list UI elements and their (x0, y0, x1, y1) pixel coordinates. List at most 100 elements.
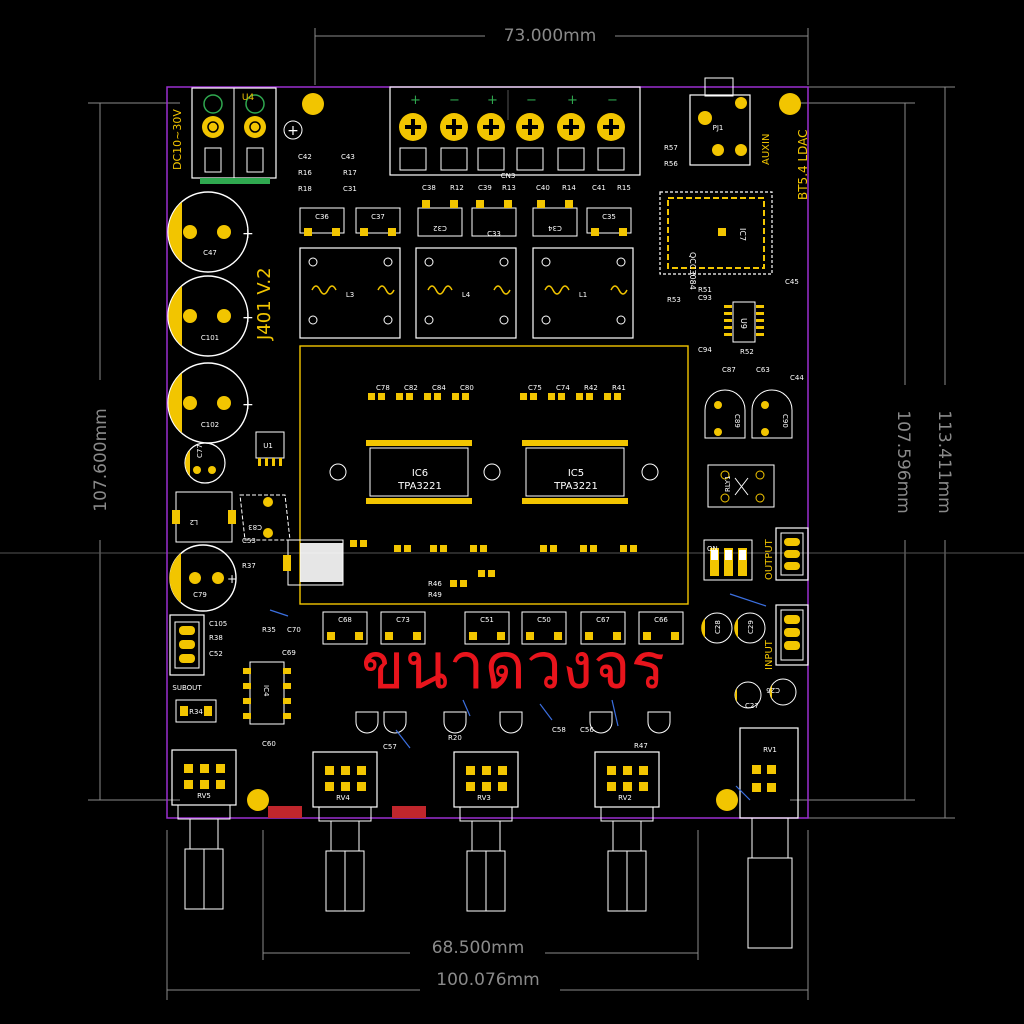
u9-ref: U9 (739, 318, 748, 329)
svg-text:C38: C38 (422, 184, 436, 192)
svg-text:R18: R18 (298, 185, 312, 193)
ic6-part: TPA3221 (397, 481, 442, 492)
svg-text:C40: C40 (536, 184, 550, 192)
dip-switch: ON (703, 539, 753, 581)
c37-label: C37 (371, 213, 385, 221)
inductor-l2: L2 (172, 491, 236, 543)
dimension-bottom-inner-label: 68.500mm (432, 938, 525, 958)
svg-text:R42: R42 (584, 384, 598, 392)
cap-c79-label: C79 (193, 591, 207, 599)
svg-text:R56: R56 (664, 160, 678, 168)
svg-text:C53: C53 (242, 537, 256, 545)
svg-text:C56: C56 (580, 726, 594, 734)
pj1-label: PJ1 (713, 124, 724, 132)
rv2-label: RV2 (618, 794, 632, 802)
c35-label: C35 (602, 213, 616, 221)
sub-out-connector: SUBOUT (169, 614, 205, 692)
c26-label: C26 (766, 686, 780, 694)
svg-text:C43: C43 (341, 153, 355, 161)
c27-label: C27 (745, 702, 759, 710)
heatsink-holes (329, 463, 659, 481)
board-outline (166, 86, 809, 819)
overlay-title-group: ขนาดวงจร ขนาดวงจร (357, 626, 669, 708)
potentiometers: RV5 RV4 RV3 RV2 (171, 727, 799, 949)
rv5-label: RV5 (197, 792, 211, 800)
svg-text:R53: R53 (667, 296, 681, 304)
mounting-holes (247, 93, 801, 811)
bt-module-label: BT5.4 LDAC (796, 129, 810, 200)
svg-text:R12: R12 (450, 184, 464, 192)
amp-chip-ic5: IC5 TPA3221 (522, 440, 628, 504)
svg-text:C93: C93 (698, 294, 712, 302)
smd-labels-top: C42 C43 R16 R17 R18 C31 C38 R12 C39 R13 … (209, 144, 804, 751)
svg-text:+: + (242, 397, 254, 413)
c33-label: C33 (487, 230, 501, 238)
inductor-pads (308, 257, 626, 325)
u1-chip: U1 (255, 431, 285, 466)
svg-text:C57: C57 (383, 743, 397, 751)
dimension-bottom-outer-label: 100.076mm (436, 970, 539, 990)
u1-ref: U1 (263, 442, 273, 450)
svg-text:−: − (526, 93, 537, 108)
power-input-label: DC10~30V (171, 109, 184, 170)
svg-text:C52: C52 (209, 650, 223, 658)
svg-text:C42: C42 (298, 153, 312, 161)
svg-text:R46: R46 (428, 580, 442, 588)
svg-text:+: + (227, 572, 237, 586)
svg-text:C39: C39 (478, 184, 492, 192)
inductor-coils (311, 285, 628, 295)
c32-label: C32 (433, 224, 447, 232)
output-connector (775, 527, 809, 581)
cap-c102-label: C102 (201, 421, 219, 429)
svg-text:R41: R41 (612, 384, 626, 392)
svg-text:C75: C75 (528, 384, 542, 392)
svg-text:R52: R52 (740, 348, 754, 356)
rly1-label: RLY1 (724, 475, 732, 492)
top-heatsink-labels: C78 C82 C84 C80 C75 C74 R42 R41 R46 R49 (376, 384, 626, 599)
ic7-part: QCC3084 (688, 252, 697, 290)
speaker-terminal-block: +− +− +− CN3 (389, 86, 641, 180)
ic4-ref: IC4 (262, 685, 270, 697)
c73-label: C73 (396, 616, 410, 624)
c28-label: C28 (714, 620, 722, 634)
board-revision-label: J401 V.2 (254, 267, 275, 341)
svg-text:C94: C94 (698, 346, 712, 354)
svg-text:C84: C84 (432, 384, 446, 392)
c66-label: C66 (654, 616, 668, 624)
svg-text:C80: C80 (460, 384, 474, 392)
cap-c81: R34 (175, 699, 217, 723)
svg-text:C63: C63 (756, 366, 770, 374)
svg-text:R47: R47 (634, 742, 648, 750)
l1-label: L1 (579, 291, 587, 299)
svg-text:−: − (607, 93, 618, 108)
cap-c101-label: C101 (201, 334, 219, 342)
overlay-title: ขนาดวงจร (361, 630, 665, 704)
svg-text:R38: R38 (209, 634, 223, 642)
svg-text:R51: R51 (698, 286, 712, 294)
sub-out-label: SUBOUT (172, 684, 202, 692)
svg-text:C70: C70 (287, 626, 301, 634)
rv3-label: RV3 (477, 794, 491, 802)
relay-rly1: RLY1 (707, 464, 775, 508)
ic7-ref: IC7 (738, 228, 747, 241)
box-cap-pads-bottom (327, 632, 679, 640)
smd-pads-heatsink (350, 393, 637, 587)
c90-label: C90 (781, 414, 789, 428)
svg-text:R57: R57 (664, 144, 678, 152)
transistors-row (355, 711, 671, 734)
svg-text:C41: C41 (592, 184, 606, 192)
l2-label: L2 (190, 518, 198, 526)
svg-text:C69: C69 (282, 649, 296, 657)
svg-text:U4: U4 (242, 93, 255, 103)
output-label: OUTPUT (764, 538, 775, 580)
rv1-label: RV1 (763, 746, 777, 754)
box-caps-top (299, 207, 632, 237)
gnd-pads (268, 806, 426, 818)
output-inductors (299, 247, 634, 339)
c83-label: C83 (248, 523, 262, 531)
svg-text:C45: C45 (785, 278, 799, 286)
svg-text:+: + (242, 310, 254, 326)
input-caps: C28 C29 C27 C26 (701, 612, 797, 710)
aux-jack: PJ1 (689, 77, 751, 166)
